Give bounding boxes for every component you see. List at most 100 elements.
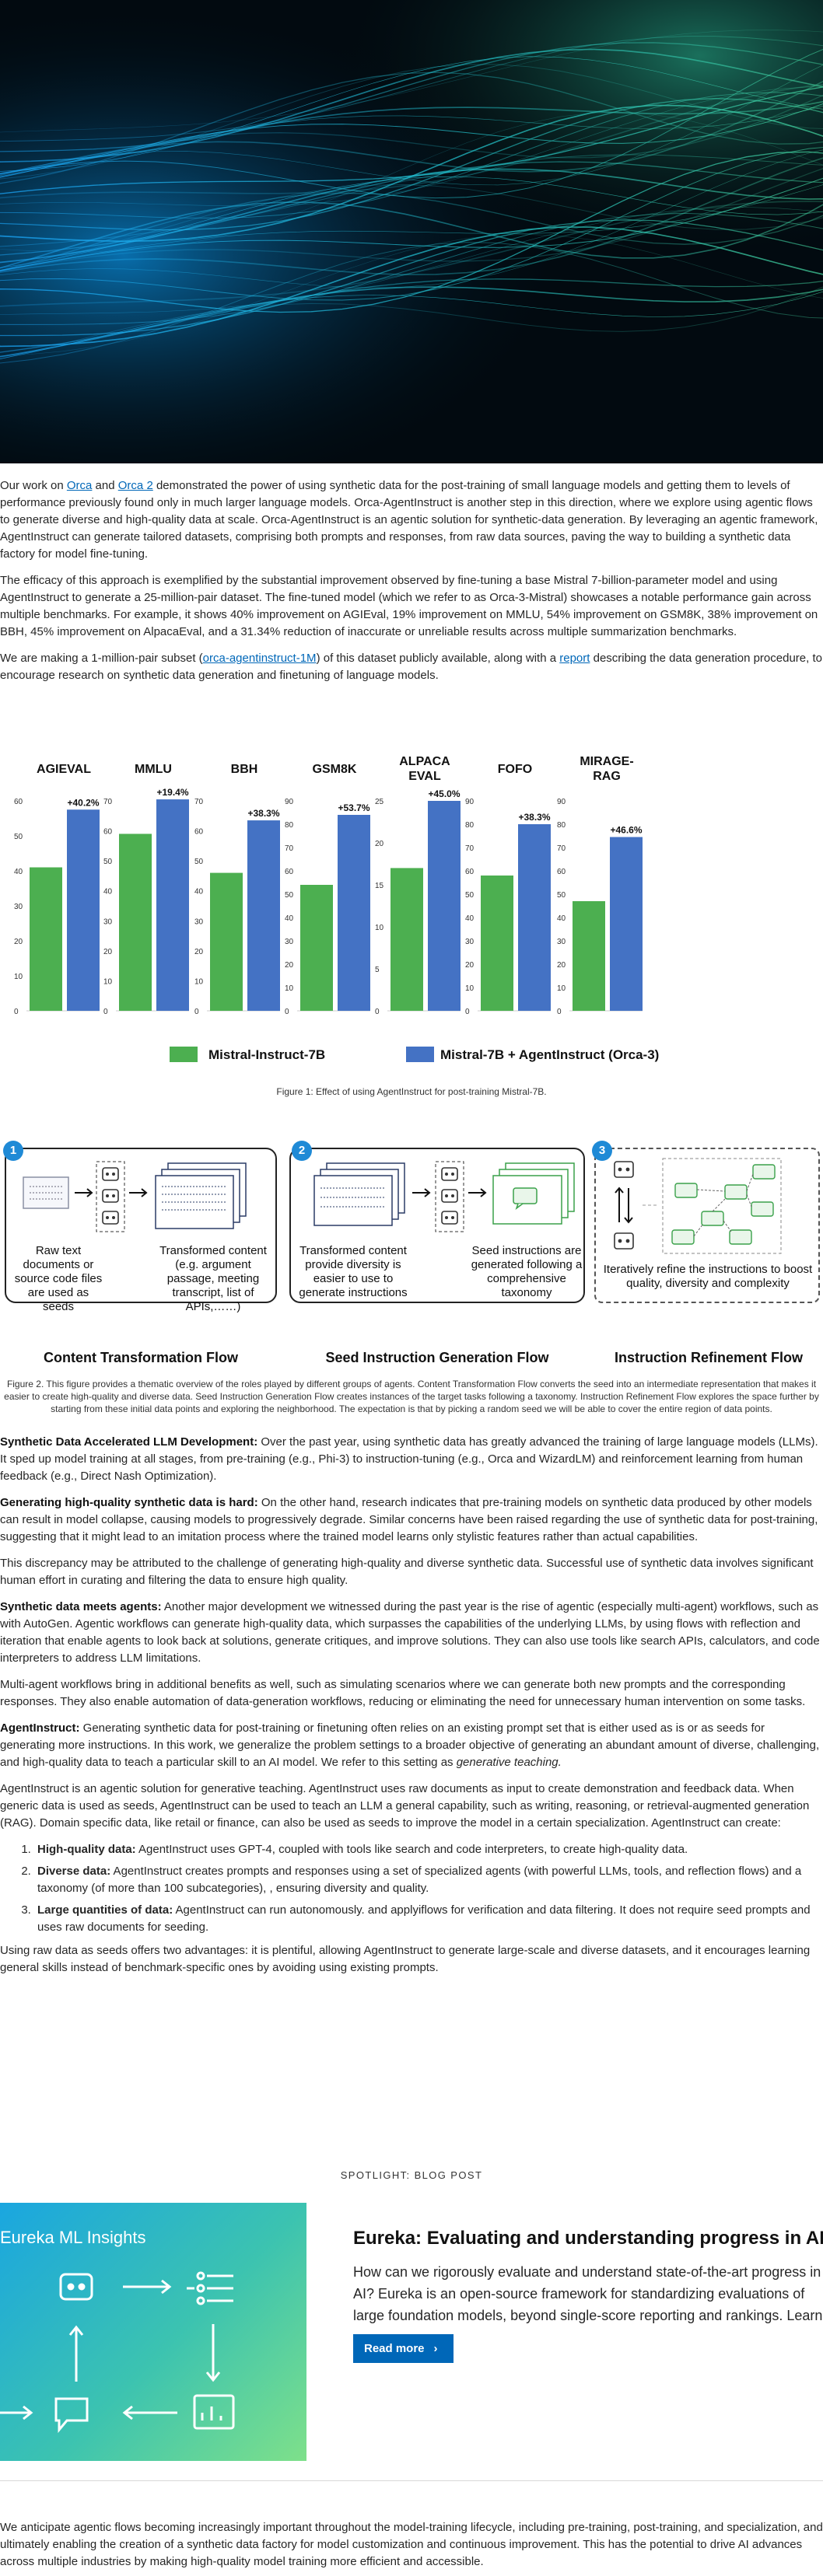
intro-section: Our work on Orca and Orca 2 demonstrated… <box>0 477 823 684</box>
chat-bubbles-icon <box>671 1164 776 1245</box>
instruction-refinement-box <box>594 1148 820 1303</box>
y-tick-label: 25 <box>375 798 384 806</box>
chart-icon <box>193 2394 235 2430</box>
bar-orca-3 <box>67 809 100 1011</box>
flow-2-badge: 2 <box>292 1141 312 1161</box>
y-tick-label: 0 <box>285 1008 289 1016</box>
hero-wave-line <box>0 104 823 243</box>
y-tick-label: 0 <box>375 1008 380 1016</box>
orca-2-link[interactable]: Orca 2 <box>117 479 153 492</box>
y-tick-label: 60 <box>194 828 204 837</box>
hero-wave-line <box>0 192 823 271</box>
figure-2-caption: Figure 2. This figure provides a themati… <box>4 1379 819 1414</box>
intro-paragraph-3: We are making a 1-million-pair subset (o… <box>0 652 822 682</box>
y-tick-label: 10 <box>375 924 384 932</box>
paragraph-generative-teaching: AgentInstruct is an agentic solution for… <box>0 1782 810 1830</box>
bar-orca-3 <box>610 837 643 1011</box>
capabilities-list: High-quality data: AgentInstruct uses GP… <box>34 1841 823 1936</box>
list-item: High-quality data: AgentInstruct uses GP… <box>34 1841 823 1858</box>
legend-label-mistral: Mistral-Instruct-7B <box>208 1047 325 1062</box>
chart-panel-title: RAG <box>593 770 621 783</box>
y-tick-label: 20 <box>557 961 566 970</box>
y-tick-label: 40 <box>285 914 294 923</box>
spotlight-card-image[interactable]: Eureka ML Insights <box>0 2203 306 2461</box>
chart-panel-title: ALPACA <box>399 755 450 768</box>
hero-wave-line <box>0 151 823 313</box>
y-tick-label: 60 <box>14 798 23 806</box>
neighborhood-region <box>662 1158 782 1254</box>
chart-panel-title: MIRAGE- <box>580 755 633 768</box>
report-link[interactable]: report <box>559 652 590 665</box>
content-transformation-icons <box>23 1161 247 1232</box>
hero-wave-line <box>0 30 823 133</box>
y-tick-label: 0 <box>103 1008 108 1016</box>
article-body: Synthetic Data Accelerated LLM Developme… <box>0 1434 823 1977</box>
hero-wave-line <box>0 105 823 177</box>
figure-2-flows: 1 Raw text documents or source code file… <box>0 1137 823 1378</box>
bar-mistral-instruct <box>390 868 423 1011</box>
y-tick-label: 10 <box>194 977 204 986</box>
dataset-link[interactable]: orca-agentinstruct-1M <box>202 652 317 665</box>
hero-wave-line <box>0 242 823 364</box>
improvement-label: +53.7% <box>338 802 369 813</box>
y-tick-label: 60 <box>103 828 113 837</box>
bar-orca-3 <box>518 824 551 1011</box>
hero-wave-line <box>0 48 823 163</box>
spotlight-label: SPOTLIGHT: BLOG POST <box>340 2169 483 2181</box>
flow-3-text: Iteratively refine the instructions to b… <box>603 1263 813 1290</box>
bar-mistral-instruct <box>300 885 333 1011</box>
flow-1-title: Content Transformation Flow <box>44 1350 238 1365</box>
benchmark-bar-chart: AGIEVAL0102030405060+40.2%MMLU0102030405… <box>14 755 659 1062</box>
bar-mistral-instruct <box>573 901 605 1011</box>
hero-wave-line <box>0 286 823 360</box>
instruction-cards-icon <box>492 1162 575 1225</box>
hero-wave-line <box>0 86 823 207</box>
flow-2-input-text: Transformed content provide diversity is… <box>299 1244 408 1299</box>
y-tick-label: 40 <box>194 888 204 897</box>
arrow-icon <box>75 1188 93 1197</box>
network-icon <box>187 2271 233 2305</box>
hero-wave-line <box>0 219 823 337</box>
y-tick-label: 20 <box>14 938 23 946</box>
stacked-documents-icon <box>155 1162 247 1229</box>
bar-mistral-instruct <box>119 834 152 1011</box>
hero-wave-line <box>0 177 823 271</box>
eureka-flow-illustration <box>0 2271 235 2434</box>
agents-group-icon <box>435 1161 464 1232</box>
flow-3-badge: 3 <box>592 1141 612 1161</box>
y-tick-label: 50 <box>557 891 566 900</box>
hero-wave-line <box>0 72 823 184</box>
hero-image <box>0 0 823 463</box>
paragraph-discrepancy: This discrepancy may be attributed to th… <box>0 1557 814 1587</box>
hero-wave-line <box>0 207 823 315</box>
read-more-button[interactable]: Read more› <box>353 2334 454 2363</box>
y-tick-label: 60 <box>285 868 294 876</box>
robot-icon <box>59 2273 93 2301</box>
paragraph-high-quality-hard: Generating high-quality synthetic data i… <box>0 1496 818 1543</box>
y-tick-label: 30 <box>103 918 113 926</box>
y-tick-label: 10 <box>103 977 113 986</box>
bar-orca-3 <box>338 815 370 1011</box>
hero-waves-illustration <box>0 0 823 463</box>
flow-1-badge: 1 <box>3 1141 23 1161</box>
y-tick-label: 20 <box>285 961 294 970</box>
improvement-label: +19.4% <box>156 787 188 798</box>
y-tick-label: 50 <box>103 858 113 866</box>
y-tick-label: 0 <box>194 1008 199 1016</box>
chat-sparkle-icon <box>54 2397 89 2434</box>
stacked-documents-icon <box>313 1162 405 1226</box>
closing-paragraph: We anticipate agentic flows becoming inc… <box>0 2521 823 2568</box>
improvement-label: +45.0% <box>428 788 460 799</box>
orca-link[interactable]: Orca <box>66 479 93 492</box>
y-tick-label: 90 <box>285 798 294 806</box>
hero-wave-line <box>0 234 823 357</box>
y-tick-label: 90 <box>557 798 566 806</box>
read-more-wrapper: Read more› <box>353 2334 823 2363</box>
paragraph-agentinstruct: AgentInstruct: Generating synthetic data… <box>0 1721 820 1769</box>
y-tick-label: 20 <box>375 840 384 848</box>
chart-panel-title: GSM8K <box>313 763 357 776</box>
y-tick-label: 70 <box>103 798 113 806</box>
flow-2-output-text: Seed instructions are generated followin… <box>471 1244 583 1299</box>
flow-2-title: Seed Instruction Generation Flow <box>325 1350 549 1365</box>
